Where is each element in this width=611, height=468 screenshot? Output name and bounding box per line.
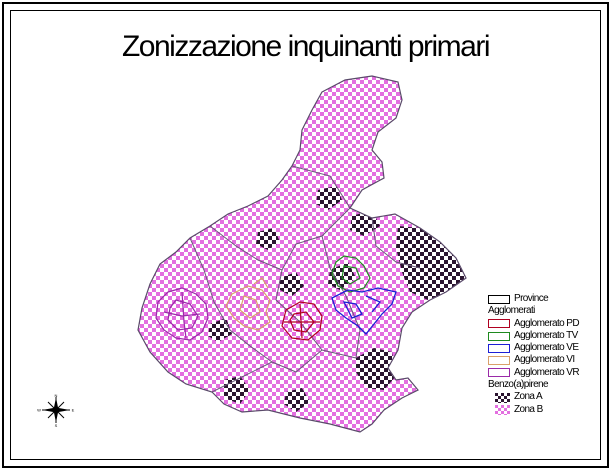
- legend-header-agglomerati: Agglomerati: [488, 305, 606, 317]
- legend-label-zona-a: Zona A: [514, 391, 543, 403]
- agglomerato-pd-outline: [281, 301, 323, 341]
- agglomerato-pd-swatch: [488, 319, 510, 329]
- legend-label-agglomerato-tv: Agglomerato TV: [514, 329, 578, 341]
- legend-row-zona-a: Zona A: [495, 391, 606, 403]
- province-swatch: [488, 294, 510, 304]
- legend-label-agglomerato-pd: Agglomerato PD: [514, 317, 580, 329]
- zona-b-swatch: [495, 404, 510, 415]
- map-title: Zonizzazione inquinanti primari: [121, 30, 491, 63]
- legend-label-agglomerati: Agglomerati: [488, 305, 535, 317]
- legend-row-agglomerato-vi: Agglomerato VI: [488, 354, 606, 366]
- agglomerato-vi-outline: [225, 277, 271, 331]
- agglomerato-vr-outline: [155, 287, 209, 341]
- legend-label-agglomerato-ve: Agglomerato VE: [514, 342, 579, 354]
- compass-rose-icon: N S W E: [37, 393, 75, 427]
- legend-label-agglomerato-vi: Agglomerato VI: [514, 354, 575, 366]
- map-legend: Province Agglomerati Agglomerato PD Aggl…: [488, 293, 606, 416]
- province-borders: [189, 165, 421, 393]
- agglomerato-ve-swatch: [488, 343, 510, 353]
- agglomerato-vr-swatch: [488, 368, 510, 378]
- agglomerato-tv-outline: [331, 255, 371, 293]
- agglomerato-ve-outline: [331, 287, 397, 335]
- legend-label-pollutant: Benzo(a)pirene: [488, 379, 549, 391]
- legend-row-agglomerato-vr: Agglomerato VR: [488, 367, 606, 379]
- compass-n: N: [55, 393, 58, 398]
- legend-label-agglomerato-vr: Agglomerato VR: [514, 366, 580, 378]
- legend-row-province: Province: [488, 293, 606, 305]
- legend-label-zona-b: Zona B: [514, 403, 543, 415]
- agglomerato-tv-swatch: [488, 331, 510, 341]
- agglomerato-vi-swatch: [488, 356, 510, 366]
- compass-w: W: [37, 408, 41, 413]
- legend-row-zona-b: Zona B: [495, 404, 606, 416]
- zona-a-swatch: [495, 392, 510, 403]
- legend-row-agglomerato-tv: Agglomerato TV: [488, 330, 606, 342]
- legend-header-pollutant: Benzo(a)pirene: [488, 379, 606, 391]
- map-frame-inner: [10, 10, 601, 460]
- legend-row-agglomerato-pd: Agglomerato PD: [488, 318, 606, 330]
- compass-s: S: [55, 423, 58, 427]
- legend-label-province: Province: [514, 293, 549, 304]
- compass-e: E: [72, 408, 75, 413]
- legend-row-agglomerato-ve: Agglomerato VE: [488, 342, 606, 354]
